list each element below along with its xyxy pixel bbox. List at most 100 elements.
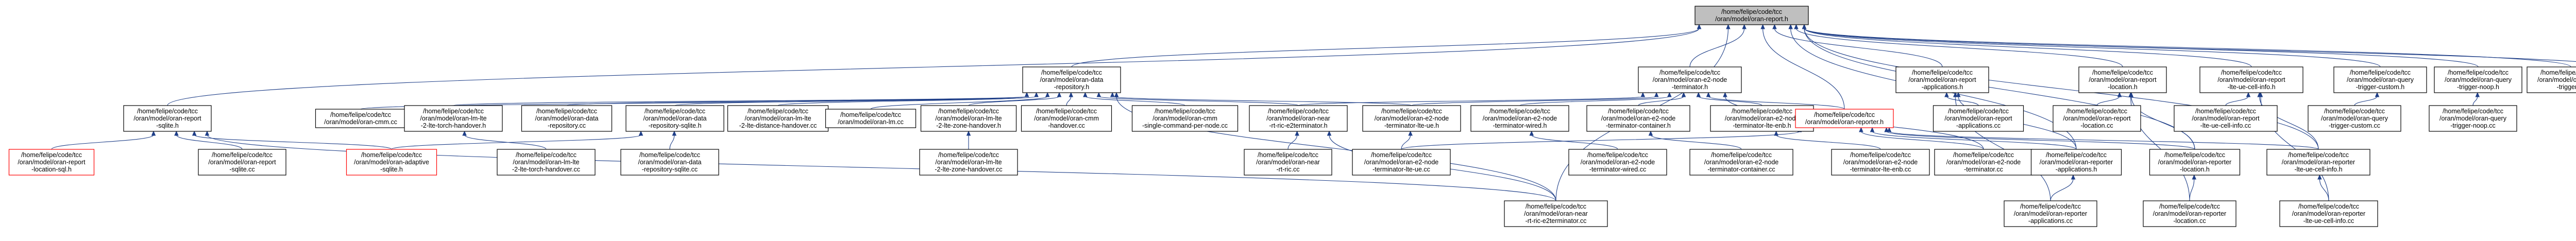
graph-node[interactable]: /home/felipe/code/tcc/oran/model/oran-re… xyxy=(2174,105,2278,132)
node-label-line: /home/felipe/code/tcc xyxy=(1155,108,1215,115)
include-edge xyxy=(1529,130,1618,150)
edge-arrowhead xyxy=(1327,130,1332,136)
edge-line xyxy=(2319,178,2329,201)
graph-node[interactable]: /home/felipe/code/tcc/oran/model/oran-re… xyxy=(2078,66,2167,93)
include-edge xyxy=(674,92,1029,106)
edge-arrowhead xyxy=(672,130,677,136)
graph-node[interactable]: /home/felipe/code/tcc/oran/model/oran-qu… xyxy=(2429,105,2517,132)
include-edge xyxy=(1802,24,2479,67)
graph-node[interactable]: /home/felipe/code/tcc/oran/model/oran-re… xyxy=(2053,105,2141,132)
graph-node[interactable]: /home/felipe/code/tcc/oran/model/oran-cm… xyxy=(1131,105,1239,132)
graph-node[interactable]: /home/felipe/code/tcc/oran/model/oran-lm… xyxy=(497,149,596,176)
include-edge xyxy=(1287,130,1299,150)
graph-node[interactable]: /home/felipe/code/tcc/oran/model/oran-e2… xyxy=(1689,149,1793,176)
node-label-line: -location-sql.h xyxy=(31,166,72,173)
node-label-line: -applications.h xyxy=(1922,83,1963,91)
graph-node[interactable]: /home/felipe/code/tcc/oran/model/oran-qu… xyxy=(2308,105,2401,132)
graph-node[interactable]: /home/felipe/code/tcc/oran/model/oran-lm… xyxy=(920,105,1017,132)
graph-node[interactable]: /home/felipe/code/tcc/oran/model/oran-ad… xyxy=(346,149,437,176)
graph-node[interactable]: /home/felipe/code/tcc/oran/model/oran-re… xyxy=(2143,200,2236,227)
node-label-line: /home/felipe/code/tcc xyxy=(2092,69,2153,76)
edge-line xyxy=(2472,96,2478,106)
node-label-line: /oran/model/oran-e2-node xyxy=(1581,159,1655,166)
graph-node[interactable]: /home/felipe/code/tcc/oran/model/oran-qu… xyxy=(2434,66,2522,93)
node-box xyxy=(2149,149,2241,176)
edge-line xyxy=(1084,96,1185,106)
include-edge xyxy=(205,130,1556,201)
graph-node[interactable]: /home/felipe/code/tcc/oran/model/oran-re… xyxy=(8,149,95,176)
graph-node[interactable]: /home/felipe/code/tcc/oran/model/oran-e2… xyxy=(1568,149,1667,176)
node-box xyxy=(1933,105,2024,132)
graph-node[interactable]: /home/felipe/code/tcc/oran/model/oran-e2… xyxy=(1586,105,1690,132)
graph-node[interactable]: /home/felipe/code/tcc/oran/model/oran-ne… xyxy=(1244,149,1332,176)
node-label-line: /home/felipe/code/tcc xyxy=(2159,203,2220,210)
node-label-line: /oran/model/oran-query xyxy=(2347,76,2414,83)
include-edge xyxy=(1083,92,1185,106)
graph-node[interactable]: /home/felipe/code/tcc/oran/model/oran-e2… xyxy=(1934,149,2033,176)
graph-node[interactable]: /home/felipe/code/tcc/oran/model/oran-e2… xyxy=(1831,149,1930,176)
graph-node[interactable]: /home/felipe/code/tcc/oran/model/oran-da… xyxy=(620,149,719,176)
graph-node[interactable]: /home/felipe/code/tcc/oran/model/oran-re… xyxy=(2149,149,2241,176)
graph-node[interactable]: /home/felipe/code/tcc/oran/model/oran-e2… xyxy=(1352,149,1451,176)
graph-node[interactable]: /home/felipe/code/tcc/oran/model/oran-re… xyxy=(123,105,212,132)
graph-node[interactable]: /home/felipe/code/tcc/oran/model/oran-e2… xyxy=(1638,66,1742,93)
graph-node[interactable]: /home/felipe/code/tcc/oran/model/oran-re… xyxy=(1933,105,2024,132)
edge-arrowhead xyxy=(192,130,197,136)
graph-node[interactable]: /home/felipe/code/tcc/oran/model/oran-e2… xyxy=(1362,105,1461,132)
node-box xyxy=(1638,66,1742,93)
edge-arrowhead xyxy=(2375,92,2380,97)
edge-line xyxy=(391,134,641,150)
graph-node[interactable]: /home/felipe/code/tcc/oran/model/oran-qu… xyxy=(2333,66,2427,93)
graph-node[interactable]: /home/felipe/code/tcc/oran/model/oran-re… xyxy=(198,149,286,176)
include-edge xyxy=(1802,24,2571,67)
graph-node[interactable]: /home/felipe/code/tcc/oran/model/oran-re… xyxy=(2266,149,2370,176)
graph-node[interactable]: /home/felipe/code/tcc/oran/model/oran-da… xyxy=(521,105,613,132)
graph-node[interactable]: /home/felipe/code/tcc/oran/model/oran-cm… xyxy=(315,109,406,128)
graph-node[interactable]: /home/felipe/code/tcc/oran/model/oran-re… xyxy=(2004,200,2097,227)
graph-node[interactable]: /home/felipe/code/tcc/oran/model/oran-da… xyxy=(625,105,724,132)
edge-line xyxy=(1519,96,1670,106)
node-label-line: -trigger-noop.h xyxy=(2457,83,2499,91)
graph-node[interactable]: /home/felipe/code/tcc/oran/model/oran-qu… xyxy=(2527,66,2576,93)
node-label-line: -sqlite.cc xyxy=(229,166,255,173)
node-label-line: /oran/model/oran-e2-node xyxy=(1601,115,1676,122)
node-label-line: /oran/model/oran-reporter xyxy=(2292,210,2365,217)
node-label-line: /home/felipe/code/tcc xyxy=(423,108,484,115)
graph-node[interactable]: /home/felipe/code/tcc/oran/model/oran-ne… xyxy=(1249,105,1348,132)
node-label-line: /home/felipe/code/tcc xyxy=(645,108,705,115)
node-label-line: -location.h xyxy=(2180,166,2210,173)
edge-arrowhead xyxy=(1408,130,1413,136)
graph-node[interactable]: /home/felipe/code/tcc/oran/model/oran-lm… xyxy=(404,105,503,132)
graph-node[interactable]: /home/felipe/code/tcc/oran/model/oran-re… xyxy=(1795,109,1894,128)
graph-node[interactable]: /home/felipe/code/tcc/oran/model/oran-re… xyxy=(1895,66,1989,93)
include-edge xyxy=(1096,92,1299,106)
node-box xyxy=(1021,105,1112,132)
node-label-line: -terminator.h xyxy=(1672,83,1708,91)
node-box xyxy=(2199,66,2303,93)
include-edge xyxy=(1638,92,1686,106)
graph-node[interactable]: /home/felipe/code/tcc/oran/model/oran-cm… xyxy=(1021,105,1112,132)
graph-node[interactable]: /home/felipe/code/tcc/oran/model/oran-lm… xyxy=(919,149,1018,176)
edge-arrowhead xyxy=(1944,92,1949,97)
include-edge xyxy=(1696,92,1762,106)
graph-node[interactable]: /home/felipe/code/tcc/oran/model/oran-e2… xyxy=(1470,105,1569,132)
graph-node[interactable]: /home/felipe/code/tcc/oran/model/oran-da… xyxy=(1022,66,1121,93)
graph-node[interactable]: /home/felipe/code/tcc/oran/model/oran-re… xyxy=(2199,66,2303,93)
graph-node[interactable]: /home/felipe/code/tcc/oran/model/oran-re… xyxy=(1694,6,1809,25)
node-label-line: /home/felipe/code/tcc xyxy=(1953,151,2014,159)
graph-node[interactable]: /home/felipe/code/tcc/oran/model/oran-re… xyxy=(2279,200,2378,227)
node-label-line: -terminator-lte-ue.cc xyxy=(1372,166,1430,173)
node-label-line: /oran/model/oran-near xyxy=(1256,159,1320,166)
edge-arrowhead xyxy=(1529,130,1534,136)
graph-node[interactable]: /home/felipe/code/tcc/oran/model/oran-lm… xyxy=(727,105,829,132)
node-label-line: /oran/model/oran-e2-node xyxy=(1364,159,1439,166)
node-label-line: /home/felipe/code/tcc xyxy=(1608,108,1669,115)
graph-node[interactable]: /home/felipe/code/tcc/oran/model/oran-ne… xyxy=(1504,200,1608,227)
node-label-line: -terminator-container.h xyxy=(1606,122,1671,129)
edge-arrowhead xyxy=(1057,92,1062,97)
graph-node[interactable]: /home/felipe/code/tcc/oran/model/oran-lm… xyxy=(825,109,917,128)
node-label-line: /oran/model/oran-query xyxy=(2439,115,2507,122)
graph-node[interactable]: /home/felipe/code/tcc/oran/model/oran-re… xyxy=(2030,149,2122,176)
node-box xyxy=(1352,149,1451,176)
